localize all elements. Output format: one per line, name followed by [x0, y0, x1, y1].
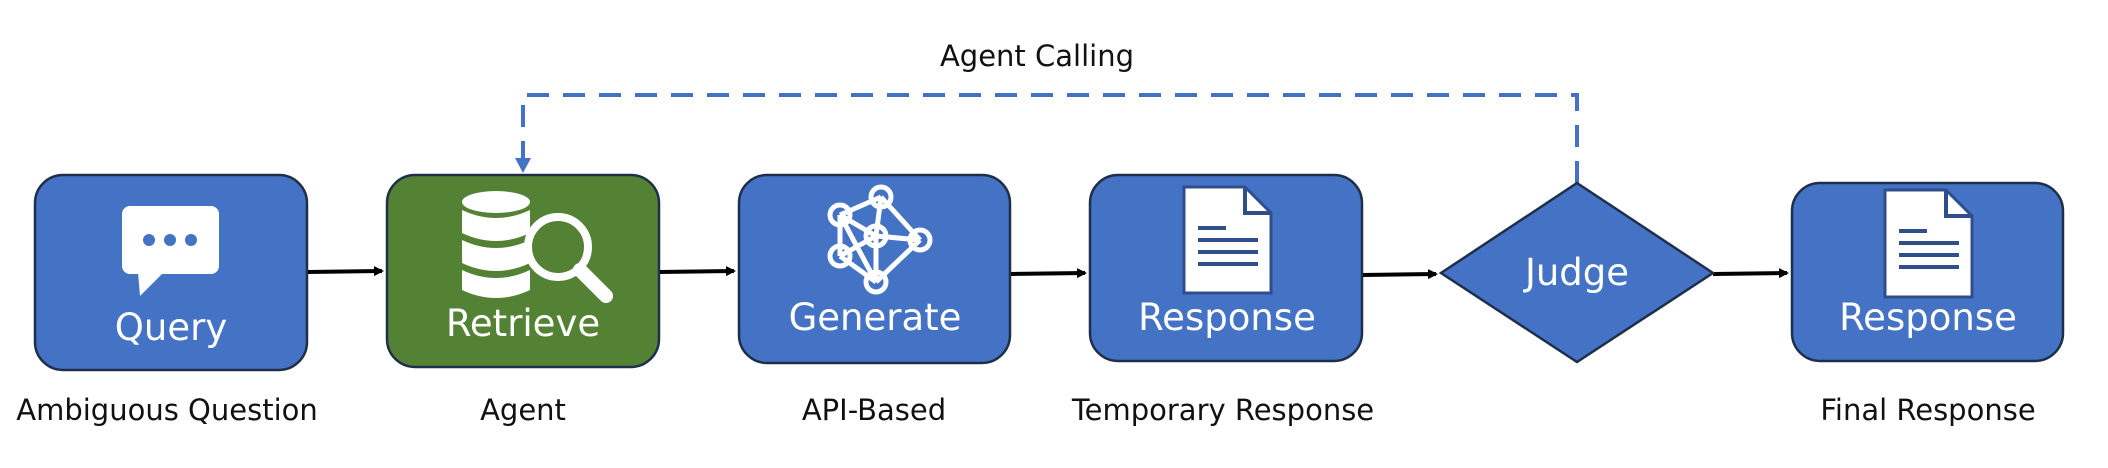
node-final-response: Response Final Response	[1790, 181, 2065, 427]
node-query: Query Ambiguous Question	[16, 173, 318, 427]
node-judge: Judge	[1438, 181, 1716, 364]
agent-calling-label: Agent Calling	[940, 39, 1134, 73]
agent-calling-loop-arrow	[521, 93, 1579, 183]
final-response-caption: Final Response	[1820, 393, 2035, 427]
query-label: Query	[115, 306, 227, 349]
query-caption: Ambiguous Question	[16, 393, 318, 427]
judge-label: Judge	[1523, 251, 1629, 294]
judge-diamond	[1438, 181, 1716, 364]
agent-calling-arrowhead	[515, 158, 531, 173]
document-icon	[1883, 188, 1974, 299]
generate-caption: API-Based	[802, 393, 946, 427]
arrow-response-to-judge	[1361, 269, 1438, 280]
node-response: Response Temporary Response	[1071, 173, 1374, 427]
arrow-generate-to-response	[1009, 268, 1087, 279]
retrieve-label: Retrieve	[446, 302, 600, 345]
response-caption: Temporary Response	[1071, 393, 1374, 427]
arrow-judge-to-final	[1712, 268, 1789, 279]
node-retrieve: Retrieve Agent	[385, 173, 661, 427]
database-search-icon	[462, 191, 613, 303]
retrieve-box	[385, 173, 661, 369]
retrieve-caption: Agent	[480, 393, 566, 427]
arrow-retrieve-to-generate	[658, 266, 736, 277]
node-generate: Generate API-Based	[737, 173, 1012, 427]
arrow-query-to-retrieve	[306, 266, 384, 277]
neural-network-icon	[827, 184, 933, 295]
chat-bubble-icon	[122, 206, 219, 296]
generate-label: Generate	[789, 296, 962, 339]
document-icon	[1182, 185, 1273, 295]
final-response-label: Response	[1839, 296, 2017, 339]
response-label: Response	[1138, 296, 1316, 339]
